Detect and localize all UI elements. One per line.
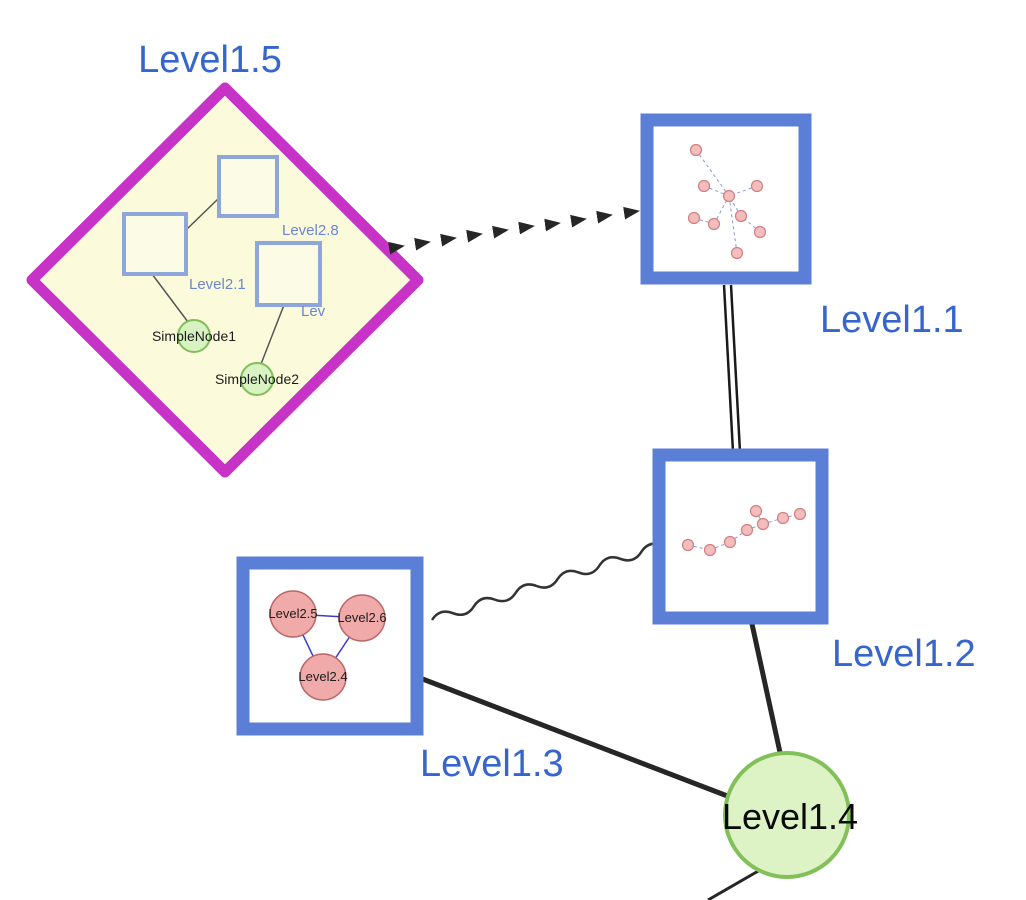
group-level1-2: Level1.2 (652, 448, 976, 675)
mini-edge (703, 185, 730, 197)
node-level1-1-label: Level1.1 (820, 299, 964, 341)
mini-node[interactable] (756, 517, 770, 531)
node-simplenode1-label: SimpleNode1 (152, 328, 236, 344)
group-level1-5: Level2.8 Level2.1 Lev SimpleNode1 Simple… (26, 39, 424, 478)
group-level1-3: Level2.5 Level2.6 Level2.4 Level1.3 (236, 556, 564, 785)
node-level1-4[interactable] (723, 751, 851, 879)
mini-node[interactable] (730, 246, 744, 260)
mini-node[interactable] (740, 523, 754, 537)
node-level2-8-label: Level2.8 (282, 222, 339, 239)
mini-node[interactable] (753, 225, 767, 239)
node-level2-8[interactable] (217, 155, 279, 218)
edge-level1-1-level1-2-line-b[interactable] (729, 284, 742, 453)
edge-level2-1-simplenode1 (151, 273, 189, 323)
node-level2-4-label: Level2.4 (298, 669, 347, 684)
node-level1-3[interactable] (236, 556, 424, 736)
edge-level1-1-level1-2-line-a[interactable] (722, 284, 735, 453)
level1-3-inner-graph: Level2.5 Level2.6 Level2.4 (268, 590, 387, 701)
node-simplenode1[interactable] (177, 319, 211, 353)
node-level2-6-label: Level2.6 (337, 610, 386, 625)
node-level1-2-label: Level1.2 (832, 633, 976, 675)
node-lev-label: Lev (301, 303, 326, 320)
level1-2-inner-graph (681, 504, 807, 557)
edge-level2-1-level2-8 (185, 197, 220, 231)
mini-node[interactable] (703, 543, 717, 557)
edge-level1-3-level1-2[interactable] (430, 541, 664, 624)
mini-node[interactable] (687, 211, 701, 225)
mini-node[interactable] (750, 179, 764, 193)
node-level2-4[interactable] (299, 653, 347, 701)
group-level1-4: Level1.4 (722, 751, 858, 879)
node-lev[interactable] (255, 241, 322, 307)
edge-level1-4-stub[interactable] (707, 868, 761, 900)
edge-level1-3-level1-4[interactable] (417, 675, 733, 800)
mini-node[interactable] (723, 535, 737, 549)
node-level1-5[interactable] (26, 82, 424, 478)
mini-node[interactable] (776, 511, 790, 525)
node-level2-5[interactable] (269, 590, 317, 638)
node-level1-4-label: Level1.4 (722, 796, 858, 837)
mini-node[interactable] (722, 189, 736, 203)
mini-node[interactable] (749, 504, 763, 518)
node-level2-6[interactable] (338, 594, 386, 642)
mini-node[interactable] (697, 179, 711, 193)
level1-1-inner-graph (687, 143, 767, 260)
mini-node[interactable] (689, 143, 703, 157)
node-level1-5-label: Level1.5 (138, 39, 282, 81)
node-simplenode2[interactable] (240, 362, 274, 396)
node-level2-1-label: Level2.1 (189, 276, 246, 293)
node-simplenode2-label: SimpleNode2 (215, 371, 299, 387)
edge-lev-simplenode2 (260, 304, 285, 365)
node-level2-1[interactable] (122, 212, 188, 276)
mini-node[interactable] (734, 209, 748, 223)
node-level1-3-label: Level1.3 (420, 743, 564, 785)
mini-node[interactable] (681, 538, 695, 552)
mini-node[interactable] (793, 507, 807, 521)
node-level1-2[interactable] (652, 448, 829, 625)
mini-node[interactable] (707, 217, 721, 231)
edge-level1-2-level1-4[interactable] (749, 621, 784, 760)
group-level1-1: Level1.1 (640, 113, 964, 341)
edge-level1-5-to-level1-1[interactable] (388, 206, 640, 255)
node-level2-5-label: Level2.5 (268, 606, 317, 621)
